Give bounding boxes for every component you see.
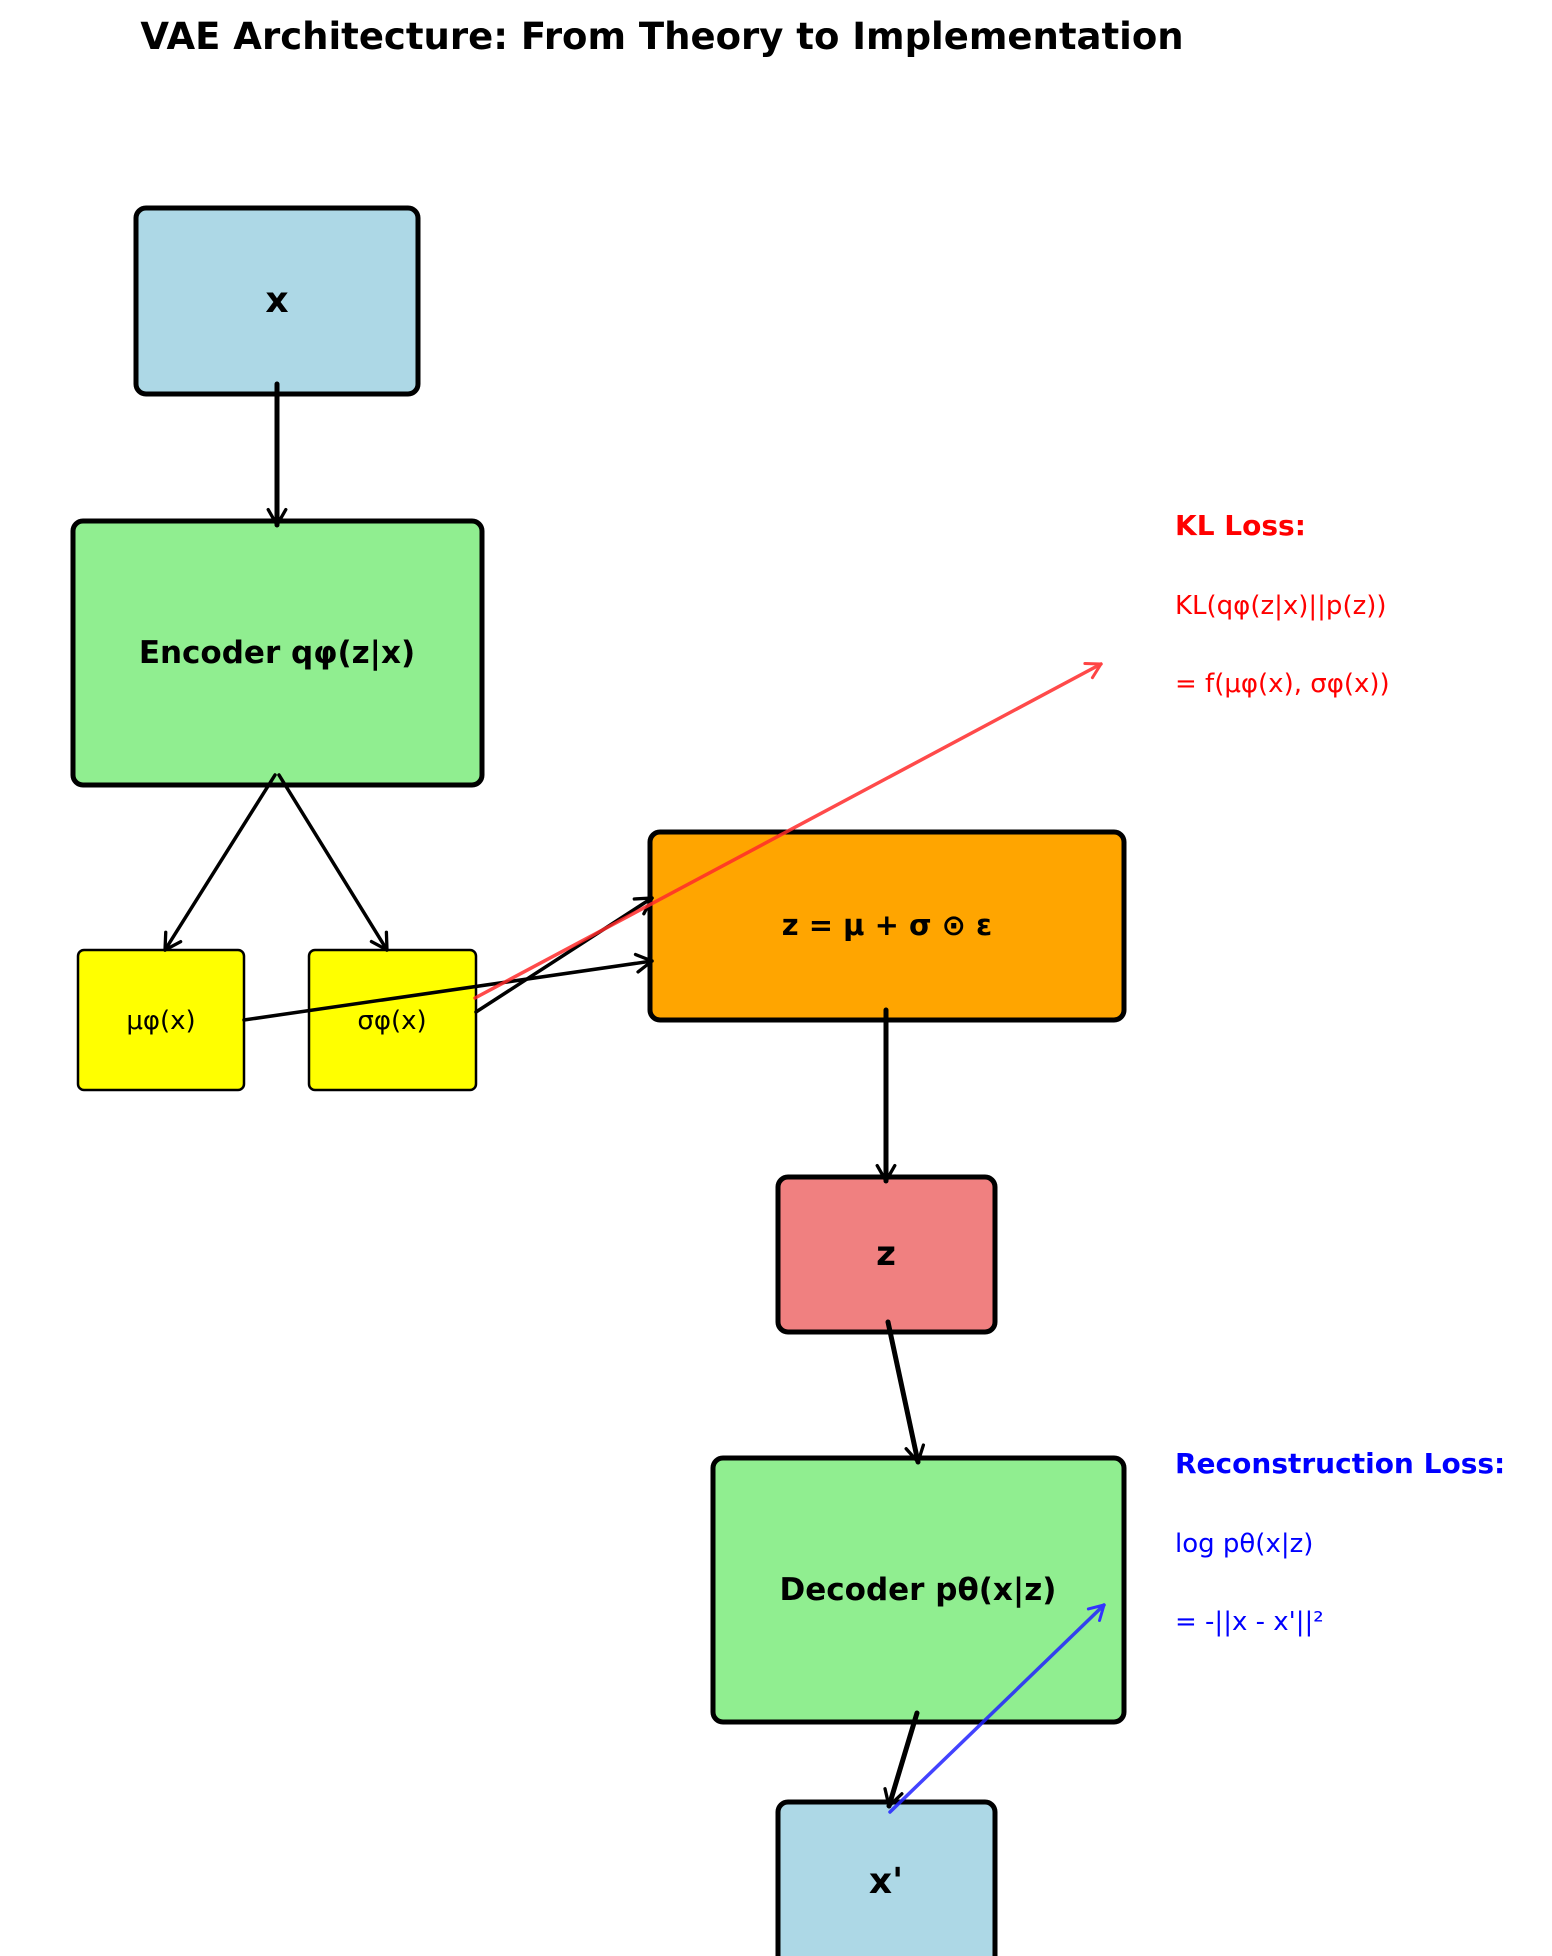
node-sigma-box <box>307 948 478 1092</box>
node-decoder: Decoder pθ(x|z) <box>710 1455 1127 1725</box>
node-sigma-label: σφ(x) <box>357 1006 426 1036</box>
recon-loss-formula: log pθ(x|z) <box>1175 1529 1313 1559</box>
edge-decoder-to-x-prime <box>883 1710 920 1809</box>
recon-loss-annotation: Reconstruction Loss: log pθ(x|z) = -||x … <box>1175 1447 1505 1637</box>
edge-mu-to-reparam <box>242 952 654 1022</box>
edge-z-to-decoder <box>885 1319 926 1465</box>
kl-loss-annotation: KL Loss: KL(qφ(z|x)||p(z)) = f(μφ(x), σφ… <box>1175 509 1390 699</box>
node-mu: μφ(x) <box>76 948 246 1092</box>
node-x-prime-label: x' <box>869 1861 903 1902</box>
kl-loss-formula: KL(qφ(z|x)||p(z)) <box>1175 591 1387 621</box>
recon-loss-title: Reconstruction Loss: <box>1175 1447 1505 1480</box>
edge-encoder-to-mu <box>163 773 277 952</box>
edge-sigma-to-reparam <box>474 896 654 1014</box>
node-x-label: x <box>265 280 288 321</box>
node-encoder-label: Encoder qφ(z|x) <box>139 635 415 671</box>
edge-recon-loss-arrow <box>888 1603 1106 1814</box>
node-encoder: Encoder qφ(z|x) <box>70 518 485 788</box>
node-reparam-label: z = μ + σ ⊙ ε <box>782 908 992 942</box>
node-mu-label: μφ(x) <box>126 1006 195 1036</box>
node-z: z <box>775 1174 998 1335</box>
kl-loss-title: KL Loss: <box>1175 509 1306 542</box>
kl-loss-expansion: = f(μφ(x), σφ(x)) <box>1175 669 1390 699</box>
edge-encoder-to-sigma <box>277 773 389 952</box>
recon-loss-expansion: = -||x - x'||² <box>1175 1607 1324 1637</box>
node-decoder-label: Decoder pθ(x|z) <box>780 1572 1057 1608</box>
node-x: x <box>133 205 421 397</box>
node-z-label: z <box>876 1234 896 1274</box>
node-sigma: σφ(x) <box>307 948 478 1092</box>
diagram-title: VAE Architecture: From Theory to Impleme… <box>140 15 1183 58</box>
edge-kl-loss-arrow <box>473 662 1103 1000</box>
node-reparam: z = μ + σ ⊙ ε <box>647 829 1127 1023</box>
node-x-prime: x' <box>775 1799 998 1956</box>
